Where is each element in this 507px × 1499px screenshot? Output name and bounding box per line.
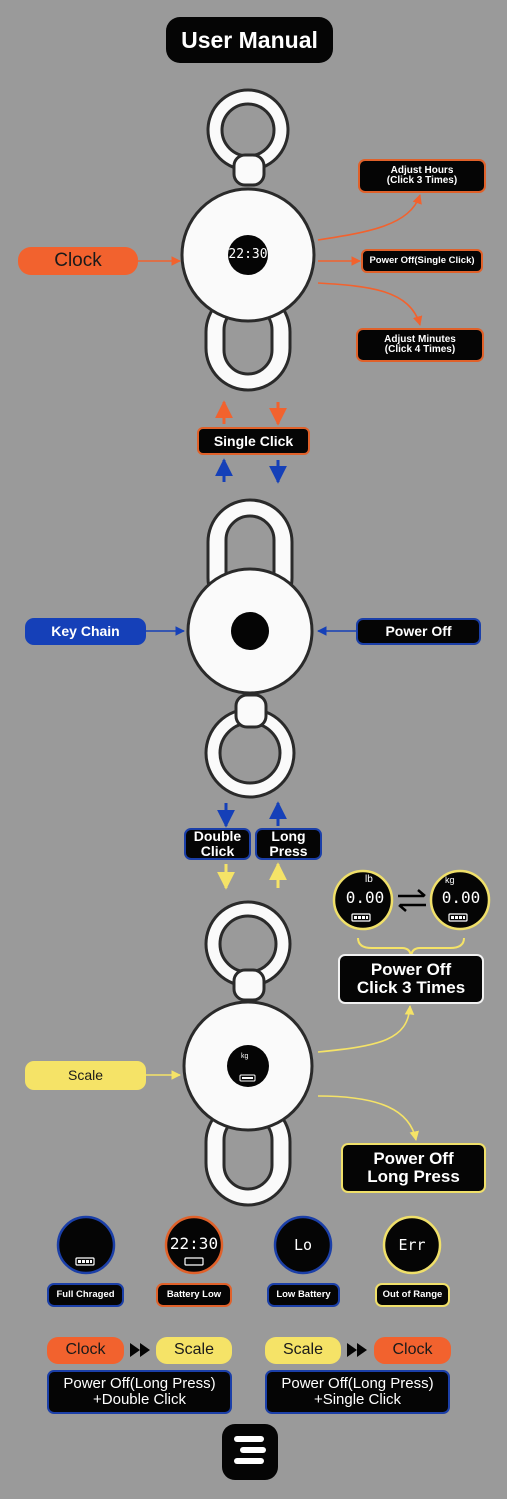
battery-icon-scale — [239, 1074, 256, 1082]
switch-left-action-line1: Power Off(Long Press) — [63, 1375, 216, 1393]
status-label-low-battery: Low Battery — [267, 1283, 340, 1307]
scale-unit-kg: kg — [241, 1053, 249, 1060]
power-off-long-line2: Long Press — [367, 1167, 460, 1186]
power-off-click-label: Power Off Click 3 Times — [338, 954, 484, 1004]
battery-icon-lb — [351, 913, 371, 922]
switch-left-from: Clock — [47, 1337, 124, 1364]
adjust-minutes-line2: (Click 4 Times) — [384, 344, 456, 355]
adjust-hours-line2: (Click 3 Times) — [386, 175, 458, 186]
single-click-label: Single Click — [197, 427, 310, 455]
double-click-label: Double Click — [184, 828, 251, 860]
switch-left-action: Power Off(Long Press) +Double Click — [47, 1370, 232, 1414]
lb-reading: 0.00 — [345, 888, 385, 907]
kg-reading: 0.00 — [441, 888, 481, 907]
status-label-battery-low: Battery Low — [156, 1283, 232, 1307]
brand-logo-icon — [222, 1424, 278, 1480]
switch-left-action-line2: +Double Click — [93, 1391, 186, 1408]
clock-mode-label: Clock — [18, 247, 138, 275]
status-display-battery-low: 22:30 — [169, 1234, 219, 1253]
page-title: User Manual — [166, 17, 333, 63]
clock-screen — [228, 235, 268, 275]
adjust-minutes-line1: Adjust Minutes — [384, 333, 456, 345]
power-off-click-line2: Click 3 Times — [356, 978, 466, 997]
status-label-full-charged: Full Chraged — [47, 1283, 124, 1307]
swap-arrows-icon — [398, 889, 426, 912]
long-press-label: Long Press — [255, 828, 322, 860]
long-press-line2: Press — [269, 843, 308, 859]
keychain-screen — [231, 612, 269, 650]
double-click-line2: Click — [200, 843, 235, 859]
adjust-hours-line1: Adjust Hours — [390, 164, 454, 176]
clock-power-off-label: Power Off(Single Click) — [361, 249, 483, 273]
switch-right-to: Clock — [374, 1337, 451, 1364]
scale-mode-label: Scale — [25, 1061, 146, 1090]
scale-screen — [227, 1045, 269, 1087]
unit-kg-label: kg — [445, 875, 455, 885]
keychain-power-off-label: Power Off — [356, 618, 481, 645]
fast-forward-icon-right — [347, 1343, 367, 1357]
keychain-mode-label: Key Chain — [25, 618, 146, 645]
switch-left-to: Scale — [156, 1337, 232, 1364]
switch-right-action-line1: Power Off(Long Press) — [281, 1375, 434, 1393]
battery-icon-kg — [448, 913, 468, 922]
power-off-click-line1: Power Off — [370, 960, 452, 980]
fast-forward-icon-left — [130, 1343, 150, 1357]
battery-full-icon — [75, 1257, 95, 1266]
long-press-line1: Long — [271, 828, 306, 845]
status-display-low-battery: Lo — [293, 1236, 313, 1254]
status-label-out-of-range: Out of Range — [375, 1283, 450, 1307]
power-off-long-line1: Power Off — [373, 1149, 454, 1169]
battery-empty-icon — [184, 1257, 204, 1266]
switch-right-from: Scale — [265, 1337, 341, 1364]
status-display-out-of-range: Err — [398, 1236, 426, 1254]
switch-right-action-line2: +Single Click — [313, 1391, 402, 1408]
power-off-long-label: Power Off Long Press — [341, 1143, 486, 1193]
scale-device — [182, 900, 314, 1207]
double-click-line1: Double — [193, 828, 242, 845]
clock-display: 22:30 — [228, 247, 268, 263]
unit-lb-label: lb — [365, 874, 373, 885]
switch-right-action: Power Off(Long Press) +Single Click — [265, 1370, 450, 1414]
adjust-minutes-label: Adjust Minutes (Click 4 Times) — [356, 328, 484, 362]
adjust-hours-label: Adjust Hours (Click 3 Times) — [358, 159, 486, 193]
